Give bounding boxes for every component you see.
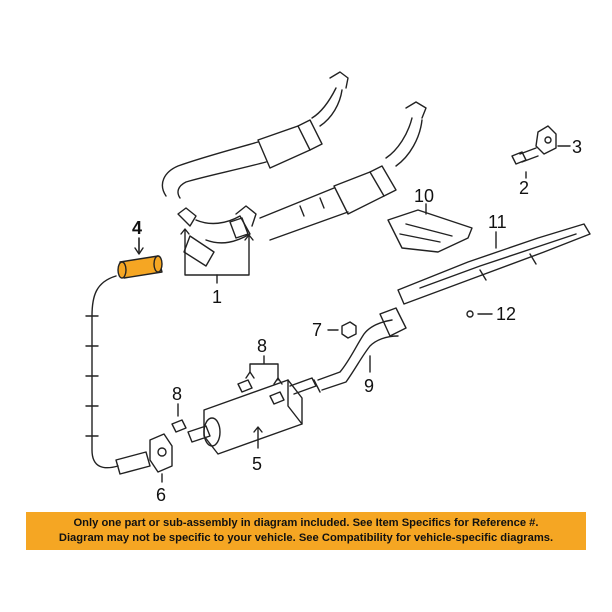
callout-6: 6: [156, 485, 166, 505]
nut: [341, 321, 357, 339]
exhaust-pipe-connector-highlighted: [117, 255, 163, 279]
clamp-bolt: [511, 147, 539, 165]
disclaimer-line-2: Diagram may not be specific to your vehi…: [58, 532, 554, 544]
callout-11: 11: [488, 212, 507, 232]
fastener: [466, 310, 474, 318]
callout-5: 5: [252, 454, 262, 474]
exhaust-hanger-bracket: [535, 125, 557, 155]
clamp-right: [269, 391, 285, 405]
callout-10: 10: [414, 186, 434, 206]
disclaimer-line-1: Only one part or sub-assembly in diagram…: [73, 517, 539, 529]
callout-4: 4: [132, 218, 142, 238]
y-pipe-catalytic-assembly: [161, 71, 427, 267]
callout-1: 1: [212, 287, 222, 307]
intermediate-pipe: [313, 307, 407, 393]
callout-2: 2: [519, 178, 529, 198]
disclaimer-banner: Only one part or sub-assembly in diagram…: [26, 512, 586, 550]
callout-7: 7: [312, 320, 322, 340]
callout-8-lower: 8: [172, 384, 182, 404]
muffler: [187, 377, 317, 455]
callout-3: 3: [572, 137, 582, 157]
clamp-small: [171, 419, 187, 433]
callout-12: 12: [496, 304, 516, 324]
skid-plate-shield: [397, 223, 591, 305]
flange-gasket: [149, 433, 173, 473]
clamp-left: [237, 379, 253, 393]
callout-8-upper: 8: [257, 336, 267, 356]
heat-shield: [387, 209, 473, 253]
callout-9: 9: [364, 376, 374, 396]
tailpipe-route: [85, 275, 151, 475]
